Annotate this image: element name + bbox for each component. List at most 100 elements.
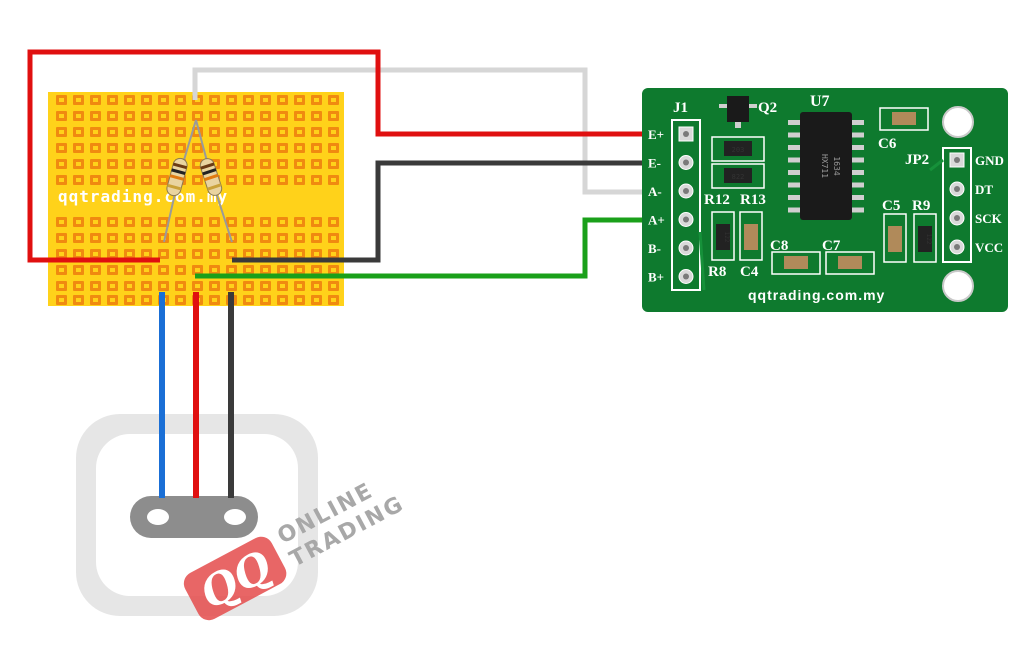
chip-leg: [850, 207, 864, 213]
stripboard-hole: [195, 268, 200, 272]
stripboard-hole: [195, 284, 200, 288]
pcb-trace: [698, 231, 706, 291]
stripboard-hole: [280, 178, 285, 182]
stripboard-hole: [246, 236, 251, 240]
smd-c5: [883, 213, 907, 263]
load-cell-left-hole: [147, 509, 169, 525]
stripboard-hole: [59, 178, 64, 182]
stripboard-hole: [331, 162, 336, 166]
resistor-left: [163, 119, 197, 243]
label-r8: R8: [708, 264, 726, 280]
pcb-trace: [929, 158, 944, 172]
chip-marking-2: 1634: [832, 156, 841, 175]
stripboard-hole: [246, 220, 251, 224]
stripboard-hole: [93, 284, 98, 288]
stripboard-hole: [297, 98, 302, 102]
stripboard-hole: [314, 298, 319, 302]
chip-marking-1: HX711: [820, 154, 829, 178]
stripboard-hole: [297, 252, 302, 256]
stripboard-hole: [161, 130, 166, 134]
stripboard-hole: [297, 236, 302, 240]
stripboard-hole: [246, 284, 251, 288]
stripboard-hole: [93, 146, 98, 150]
watermark-badge: [183, 536, 287, 621]
mounting-hole-bottom: [942, 270, 974, 302]
chip-leg: [788, 132, 802, 138]
stripboard-hole: [76, 284, 81, 288]
stripboard-hole: [59, 220, 64, 224]
stripboard-hole: [144, 252, 149, 256]
stripboard-hole: [127, 130, 132, 134]
stripboard-hole: [127, 98, 132, 102]
stripboard-hole: [59, 284, 64, 288]
stripboard-hole: [144, 284, 149, 288]
smd-r8: 122: [711, 211, 735, 261]
chip-leg: [850, 195, 864, 200]
stripboard-hole: [161, 178, 166, 182]
stripboard-hole: [161, 284, 166, 288]
stripboard-hole: [212, 252, 217, 256]
j1-pin-label: B-: [648, 241, 661, 256]
resistor-right: [195, 119, 233, 243]
stripboard-hole: [59, 268, 64, 272]
stripboard-hole: [263, 220, 268, 224]
hx711-chip: [800, 112, 852, 220]
stripboard-hole: [314, 146, 319, 150]
stripboard-hole: [246, 178, 251, 182]
stripboard-hole: [59, 98, 64, 102]
stripboard-hole: [161, 220, 166, 224]
smd-c7: [825, 251, 875, 275]
stripboard-hole: [280, 298, 285, 302]
stripboard-hole: [76, 236, 81, 240]
stripboard-hole: [297, 268, 302, 272]
stripboard-hole: [212, 146, 217, 150]
j1-pin-hole: [683, 188, 689, 194]
jp2-pin-hole: [954, 157, 960, 163]
stripboard-hole: [110, 178, 115, 182]
stripboard-hole: [212, 98, 217, 102]
stripboard-hole: [93, 162, 98, 166]
stripboard-hole: [314, 284, 319, 288]
stripboard-hole: [161, 98, 166, 102]
stripboard-hole: [280, 130, 285, 134]
chip-leg: [788, 195, 802, 200]
stripboard-hole: [246, 146, 251, 150]
stripboard-label-band: [48, 185, 344, 207]
stripboard-hole: [263, 162, 268, 166]
chip-leg: [788, 207, 802, 213]
stripboard-hole: [76, 298, 81, 302]
stripboard-hole: [127, 162, 132, 166]
label-c5: C5: [882, 198, 900, 214]
chip-legs: [788, 120, 864, 213]
mounting-hole-top: [942, 106, 974, 138]
stripboard-hole: [195, 114, 200, 118]
stripboard-hole: [144, 130, 149, 134]
stripboard-hole: [127, 114, 132, 118]
smd-c6: [879, 107, 929, 131]
stripboard-hole: [93, 114, 98, 118]
stripboard-hole: [229, 220, 234, 224]
stripboard-hole: [127, 236, 132, 240]
jp2-outline: [942, 147, 972, 263]
label-r12: R12: [704, 192, 730, 208]
stripboard-label: qqtrading.com.my: [58, 187, 228, 206]
stripboard-hole: [93, 220, 98, 224]
stripboard-hole: [195, 146, 200, 150]
stripboard-hole: [331, 130, 336, 134]
stripboard-hole: [280, 146, 285, 150]
j1-outline: [671, 119, 701, 291]
stripboard-hole: [161, 162, 166, 166]
smd-c4: [739, 211, 763, 261]
stripboard-hole: [280, 162, 285, 166]
stripboard-hole: [212, 236, 217, 240]
stripboard-hole: [59, 114, 64, 118]
stripboard-hole: [76, 220, 81, 224]
wire-white: [192, 67, 650, 195]
stripboard-hole: [331, 284, 336, 288]
chip-leg: [788, 170, 802, 175]
stripboard-hole: [195, 220, 200, 224]
wire-black-excitation: [232, 160, 650, 263]
stripboard-hole: [76, 98, 81, 102]
